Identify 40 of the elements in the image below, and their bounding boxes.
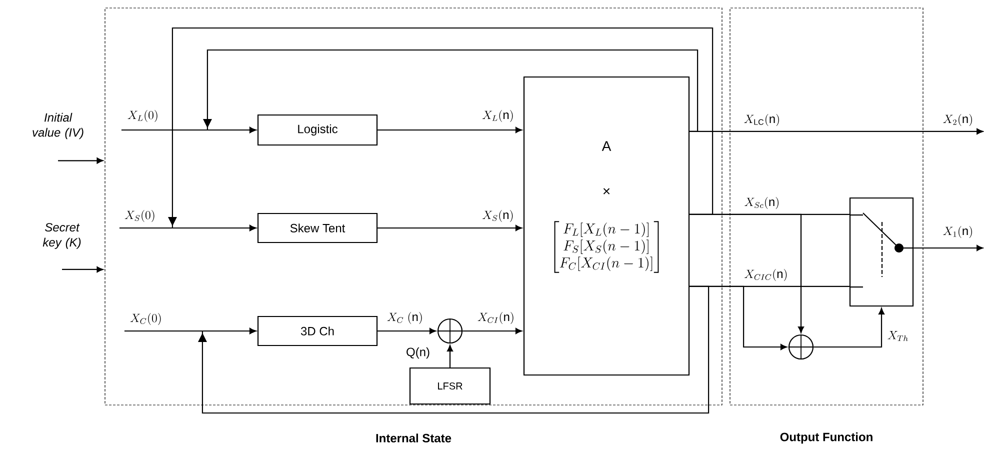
xor-symbol (437, 318, 463, 344)
arrow (202, 49, 698, 134)
process-box: Skew Tent (257, 212, 378, 244)
process-box: 3D Ch (257, 316, 378, 346)
arrow (447, 344, 454, 368)
arrow (62, 266, 104, 272)
arrow (168, 27, 714, 232)
region-label: Output Function (780, 432, 872, 444)
signal-label: $X_2(\mathrm{n})$ (943, 114, 972, 126)
edge-label: $X_C(0)$ (130, 313, 161, 326)
process-box: Logistic (257, 114, 378, 146)
arrow (914, 244, 984, 252)
edge-label: $X_S(\mathrm{n})$ (482, 210, 513, 222)
edge-label: $X_{CIC}(\mathrm{n})$ (744, 269, 787, 282)
edge-label: $X_C\ (\mathrm{n})$ (387, 312, 422, 324)
edge-label: $X_{Sc}(\mathrm{n})$ (744, 197, 778, 210)
arrow (198, 286, 710, 414)
edge-label: $X_{CI}(\mathrm{n})$ (478, 312, 514, 324)
edge-label: $X_{\mathrm{LC}}(\mathrm{n})$ (744, 114, 779, 126)
edge-label: $X_L(\mathrm{n})$ (482, 110, 513, 122)
xor-symbol (788, 334, 814, 360)
edge-label: $X_S(0)$ (124, 210, 154, 222)
edge-label: Q(n) (406, 347, 430, 359)
signal-label: $X_1(\mathrm{n})$ (943, 226, 972, 238)
edge-label: $X_{Th}$ (888, 331, 908, 342)
arrow (58, 158, 104, 164)
arrow (378, 224, 522, 232)
arrow (814, 308, 885, 348)
input-label: Initial value (IV) (32, 112, 84, 140)
input-label: Secret key (K) (42, 223, 81, 249)
arrow (378, 328, 436, 334)
arrow (462, 328, 522, 334)
matrix-box: A × $\begin{bmatrix} F_L[X_L(n-1)] \\ F_S[X_S(n-1)] \\ F_C[X_{CI}(n-1)] \end{bmatrix}$ (523, 76, 690, 376)
arrow (378, 127, 522, 134)
process-box: LFSR (409, 367, 491, 405)
arrow (690, 286, 788, 350)
arrow (690, 214, 804, 334)
region-label: Internal State (376, 434, 452, 442)
edge-label: $X_L(0)$ (128, 110, 158, 122)
arrow (690, 128, 984, 134)
